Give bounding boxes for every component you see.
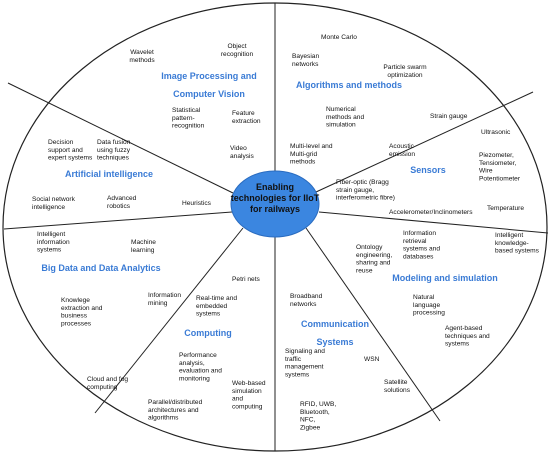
center-label-line: technologies for IIoT: [231, 193, 320, 203]
sector-divider-2: [7, 82, 234, 194]
sector-title-computing: Computing: [184, 328, 232, 338]
item-algorithms-1: Monte Carlo: [321, 34, 357, 41]
sector-dividers: [3, 3, 549, 451]
sector-divider-3: [315, 91, 534, 193]
sector-title-algorithms: Algorithms and methods: [296, 80, 402, 90]
center-hub: [230, 170, 320, 238]
item-sensors-7: Accelerometer/Inclinometers: [389, 209, 473, 216]
sector-divider-6: [94, 227, 244, 414]
sector-divider-7: [305, 227, 441, 422]
sector-divider-4: [3, 211, 233, 230]
sector-title-modeling: Modeling and simulation: [392, 273, 498, 283]
sector-title-big-data: Big Data and Data Analytics: [41, 263, 160, 273]
item-sensors-2: Ultrasonic: [481, 129, 511, 136]
sector-divider-5: [318, 211, 549, 234]
item-ai-5: Heuristics: [182, 200, 212, 207]
sector-title-sensors: Sensors: [410, 165, 446, 175]
item-sensors-6: Temperature: [487, 205, 524, 212]
item-communication-3: WSN: [364, 356, 380, 363]
item-computing-1: Petri nets: [232, 276, 261, 283]
sector-title-ai: Artificial intelligence: [65, 169, 153, 179]
item-sensors-1: Strain gauge: [430, 113, 468, 120]
center-label-line: for railways: [250, 204, 300, 214]
item-communication-5: RFID, UWB,Bluetooth,NFC,Zigbee: [300, 401, 336, 431]
center-label-line: Enabling: [256, 182, 294, 192]
